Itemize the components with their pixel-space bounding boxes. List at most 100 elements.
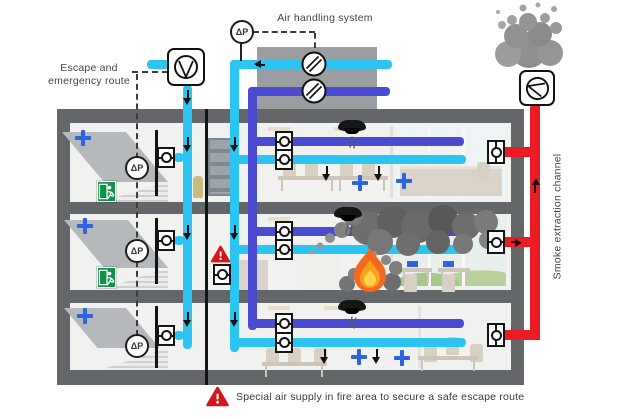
fan-icon <box>525 76 549 100</box>
damper-icon <box>275 313 293 334</box>
airflow-arrow-down-icon <box>230 312 239 327</box>
supply-branch-floor2 <box>234 245 466 254</box>
roof-slab <box>57 109 524 123</box>
smoke-detector-icon <box>334 207 362 221</box>
airflow-arrow-up-icon <box>531 178 540 193</box>
caption-text: Special air supply in fire area to secur… <box>236 391 525 403</box>
extract-branch-floor1 <box>252 137 464 146</box>
damper-icon <box>275 332 293 353</box>
damper-icon <box>275 149 293 170</box>
positive-pressure-icon <box>352 175 368 191</box>
extract-riser <box>248 87 257 330</box>
ceiling-light <box>268 217 290 221</box>
smoke-damper-icon <box>487 140 505 164</box>
right-wall <box>511 109 524 385</box>
damper-icon <box>157 147 175 168</box>
heat-waves-icon <box>347 315 360 330</box>
ahu-supply-fan-icon <box>301 51 327 77</box>
shaft-wall <box>205 109 208 385</box>
chair <box>477 162 490 180</box>
supply-riser <box>230 60 239 352</box>
desk <box>418 356 478 371</box>
sensor-dashed-line <box>314 33 316 48</box>
running-man-icon <box>98 269 115 286</box>
ceiling-light <box>268 127 290 131</box>
supply-branch-floor1 <box>234 155 466 164</box>
running-man-icon <box>98 183 115 200</box>
exit-sign-floor1 <box>97 181 116 202</box>
warning-icon <box>206 386 229 407</box>
ground-slab <box>57 370 524 385</box>
sensor-dashed-line <box>253 31 315 33</box>
monitor <box>407 261 418 267</box>
airflow-arrow-down-icon <box>374 166 383 181</box>
fan-icon <box>174 55 198 80</box>
stairwell-wall-floor1 <box>155 130 158 196</box>
stairwell-wall-floor2 <box>155 218 158 284</box>
sensor-line <box>240 43 242 61</box>
airflow-arrow-down-icon <box>183 90 192 105</box>
desk <box>438 268 470 283</box>
pressure-sensor-icon: ΔP <box>125 334 149 358</box>
airflow-arrow-down-icon <box>183 312 192 327</box>
airflow-arrow-down-icon <box>183 137 192 152</box>
cabinet-floor1 <box>400 166 502 196</box>
smoke-detector-icon <box>338 120 366 134</box>
heat-waves-icon <box>343 222 356 237</box>
positive-pressure-icon <box>77 218 93 234</box>
positive-pressure-icon <box>396 173 412 189</box>
escape-route-label-line2: emergency route <box>48 75 130 87</box>
exit-sign-floor2 <box>97 267 116 288</box>
airflow-arrow-down-icon <box>230 137 239 152</box>
airflow-arrow-left-icon <box>250 60 265 69</box>
airflow-arrow-down-icon <box>320 349 329 364</box>
air-handling-system-label: Air handling system <box>277 12 373 24</box>
cabinet-floor2 <box>298 256 340 289</box>
partition-floor3 <box>418 306 421 368</box>
desk <box>278 176 336 191</box>
fire-icon <box>339 248 402 292</box>
airflow-arrow-right-icon <box>511 238 526 247</box>
smoke-damper-icon <box>487 230 505 254</box>
ceiling-smoke-cloud-icon <box>309 205 498 256</box>
ahu-extract-fan-icon <box>301 78 327 104</box>
extract-branch-floor3 <box>252 319 464 328</box>
pressure-sensor-icon: ΔP <box>125 239 149 263</box>
damper-icon <box>275 221 293 242</box>
escape-route-label: Escape and emergency route <box>44 62 134 88</box>
left-wall <box>57 109 70 385</box>
desk <box>336 176 388 191</box>
positive-pressure-icon <box>77 308 93 324</box>
warning-icon <box>211 245 230 263</box>
smoke-extraction-channel-label: Smoke extraction channel <box>551 153 564 280</box>
floor1-slab <box>57 202 524 214</box>
airflow-arrow-down-icon <box>183 225 192 240</box>
pressure-sensor-icon: ΔP <box>230 20 254 44</box>
airflow-arrow-down-icon <box>230 225 239 240</box>
chair <box>340 162 353 180</box>
escape-route-dashed-line <box>132 71 168 73</box>
escape-supply-stub-floor1 <box>174 153 184 162</box>
airflow-arrow-down-icon <box>372 349 381 364</box>
smoke-extraction-riser <box>530 106 540 340</box>
desk <box>400 268 432 283</box>
smoke-detector-icon <box>338 300 366 314</box>
exhaust-smoke-cloud-icon <box>495 2 563 68</box>
positive-pressure-icon <box>351 349 367 365</box>
escape-supply-stub-floor3 <box>174 331 184 340</box>
shelf-floor1 <box>208 138 232 196</box>
supply-duct-fan-inlet <box>147 60 169 69</box>
smoke-stub-floor3 <box>504 330 536 340</box>
pressure-sensor-icon: ΔP <box>125 156 149 180</box>
escape-supply-fan-box <box>167 48 205 86</box>
positive-pressure-icon <box>75 130 91 146</box>
heat-waves-icon <box>347 135 360 150</box>
desk <box>262 362 326 377</box>
ceiling-light <box>268 306 290 310</box>
damper-icon <box>157 325 175 346</box>
escape-supply-stub-floor2 <box>174 236 184 245</box>
damper-icon <box>157 230 175 251</box>
chair <box>442 274 455 292</box>
stairwell-wall-floor3 <box>155 306 158 368</box>
